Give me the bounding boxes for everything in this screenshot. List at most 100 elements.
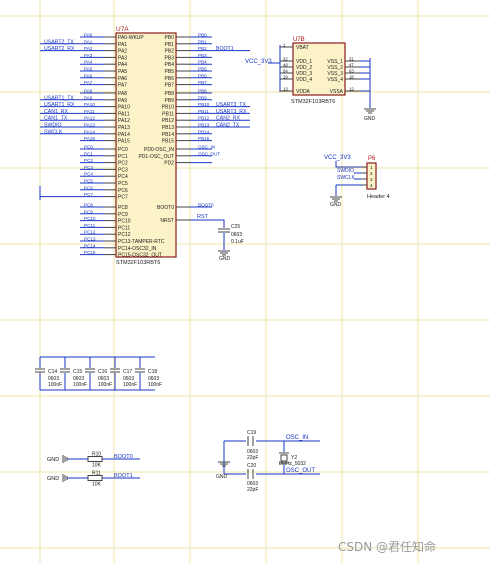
mcu-u7a: U7A STM32F103RBT6 PA0-WKUPPA0PA1PA1USART…: [39, 26, 250, 266]
decoupling-cap-package: 0603: [148, 376, 159, 382]
u7a-left-net-label: CAN1_TX: [44, 116, 68, 122]
u7a-left-pin-name: PC8: [118, 205, 128, 211]
u7a-left-pin-name: PC15-OSC32_OUT: [118, 253, 162, 259]
u7a-left-wire-label: PC7: [84, 192, 93, 197]
c25-value: 0.1uF: [231, 239, 244, 245]
boot-resistor-value: 10K: [92, 463, 102, 469]
u7b-left-pin-name: VDD_4: [296, 77, 312, 83]
u7a-left-wire-label: PC14: [84, 243, 96, 248]
u7a-right-pin-name: PD1-OSC_OUT: [138, 154, 174, 160]
u7a-left-pin-name: PC6: [118, 188, 128, 194]
u7b-left-pin-num: 19: [283, 75, 288, 80]
c19-designator: C19: [247, 430, 256, 436]
u7a-left-net-label: CAN1_RX: [44, 109, 68, 115]
u7a-left-pin-name: PA3: [118, 55, 127, 61]
u7b-left-pin-num: 64: [283, 69, 288, 74]
u7a-right-pin-name: PB3: [165, 55, 175, 61]
u7a-right-pin-name: PB14: [162, 132, 174, 138]
u7a-left-wire-label: PA1: [84, 39, 93, 44]
u7a-left-pin-name: PA12: [118, 118, 130, 124]
u7a-left-pin-name: PC9: [118, 212, 128, 218]
u7b-right-pin-num: 12: [349, 87, 354, 92]
decoupling-cap-package: 0603: [123, 376, 134, 382]
osc-out-net: OSC_OUT: [286, 468, 315, 474]
watermark: CSDN @君任知命: [338, 539, 436, 554]
p6-pin-number: 4: [370, 183, 373, 188]
u7a-right-pin-name: PB4: [165, 62, 175, 68]
u7a-right-pin-name: PB5: [165, 69, 175, 75]
u7b-right-pin-num: 63: [349, 69, 354, 74]
decoupling-cap-designator: C17: [123, 369, 132, 375]
u7b-left-pin-num: 1: [283, 43, 286, 48]
u7a-right-net-label: CAN2_RX: [216, 116, 240, 122]
u7a-left-wire-label: PC12: [84, 230, 96, 235]
u7a-right-wire-label: PB4: [198, 60, 207, 65]
u7a-left-pin-name: PC0: [118, 147, 128, 153]
u7a-left-pins: PA0-WKUPPA0PA1PA1USART2_TXPA2PA2USART2_R…: [39, 33, 165, 259]
u7a-right-pin-name: PB13: [162, 125, 174, 131]
u7a-right-pin-name: NRST: [160, 218, 174, 224]
u7a-right-wire-label: OSC_IN: [198, 145, 215, 150]
u7b-gnd-label: GND: [364, 116, 376, 122]
boot-net-label: BOOT1: [114, 473, 133, 479]
osc-gnd-label: GND: [216, 474, 228, 480]
p6-vcc-wire: [335, 161, 362, 168]
u7a-left-wire-label: PC1: [84, 151, 93, 156]
u7a-left-pin-name: PA15: [118, 139, 130, 145]
u7a-left-pin-name: PA6: [118, 76, 127, 82]
u7a-right-wire-label: OSC_OUT: [198, 151, 220, 156]
u7a-left-net-label: USART1_RX: [44, 102, 75, 108]
u7a-right-pin-name: PB7: [165, 83, 175, 89]
decoupling-cap-package: 0603: [98, 376, 109, 382]
u7a-left-wire-label: PA14: [84, 129, 95, 134]
u7a-left-wire-label: PC8: [84, 203, 93, 208]
u7a-right-wire-label: PB8: [198, 89, 207, 94]
u7a-left-wire-label: PC9: [84, 209, 93, 214]
decoupling-cap-package: 0603: [73, 376, 84, 382]
gnd-symbol: [62, 474, 68, 482]
u7a-right-wire-label: PB2: [198, 46, 207, 51]
u7a-right-pin-name: PB8: [165, 91, 175, 97]
u7a-right-pin-name: PB9: [165, 98, 175, 104]
u7a-right-wire-label: PB12: [198, 116, 210, 121]
u7a-left-wire-label: PA2: [84, 46, 93, 51]
u7a-left-wire-label: PA10: [84, 102, 95, 107]
p6-power-net: VCC_3V3: [324, 155, 351, 161]
u7a-left-wire-label: PC2: [84, 158, 93, 163]
decoupling-cap-value: 100nF: [98, 382, 112, 388]
u7a-left-wire-label: PC5: [84, 179, 93, 184]
decoupling-cap-designator: C16: [98, 369, 107, 375]
u7a-left-pin-name: PA8: [118, 91, 127, 97]
u7a-left-wire-label: PC15: [84, 250, 96, 255]
u7b-right-pin-num: 47: [349, 63, 354, 68]
p6-net-swdio: SWDIO: [337, 168, 354, 174]
u7a-left-wire-label: PA8: [84, 89, 93, 94]
u7a-left-wire-label: PA15: [84, 136, 95, 141]
osc-in-net: OSC_IN: [286, 435, 308, 441]
u7b-right-pin-num: 18: [349, 75, 354, 80]
decoupling-caps: C140603100nFC150603100nFC160603100nFC170…: [35, 356, 162, 391]
gnd-symbol: [364, 108, 376, 114]
u7a-left-net-label: SWDIO: [44, 123, 62, 129]
u7a-left-net-label: USART1_TX: [44, 95, 74, 101]
u7a-left-wire-label: PA12: [84, 116, 95, 121]
u7b-left-pin-num: 13: [283, 87, 288, 92]
u7a-right-net-label: BOOT1: [216, 46, 234, 52]
u7b-right-pin-name: VSS_4: [327, 77, 343, 83]
u7a-left-wire-label: PA13: [84, 123, 95, 128]
gnd-symbol: [330, 196, 342, 202]
u7b-left-pin-num: 48: [283, 63, 288, 68]
u7a-right-pin-name: PB11: [162, 111, 174, 117]
u7a-right-pin-name: PB15: [162, 139, 174, 145]
u7a-right-pin-name: PB6: [165, 76, 175, 82]
u7a-right-wire-label: PB9: [198, 95, 207, 100]
u7b-left-pin-name: VDDA: [296, 89, 311, 95]
p6-gnd-wire: [335, 184, 362, 196]
